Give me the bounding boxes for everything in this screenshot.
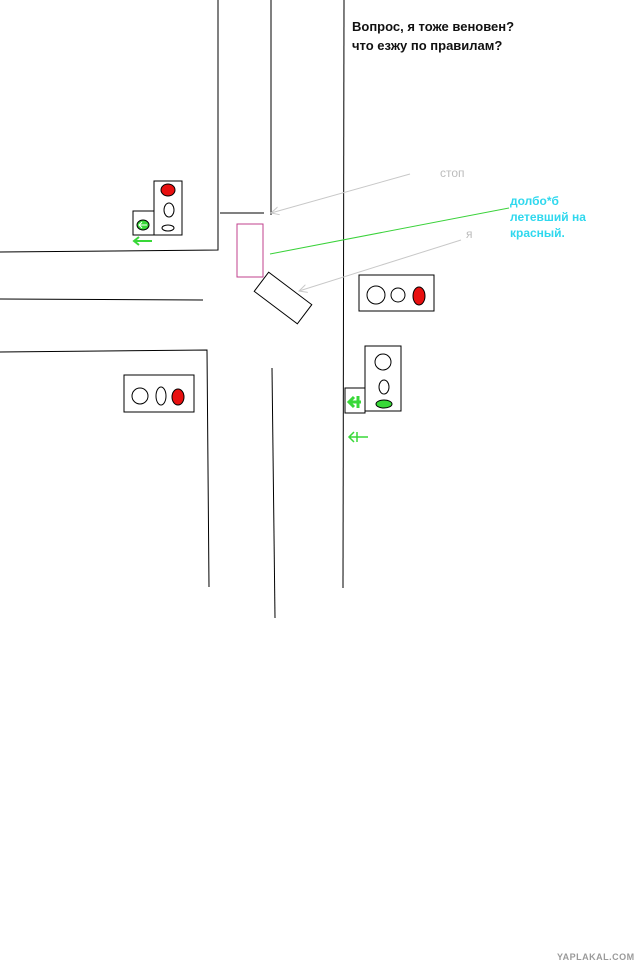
watermark: YAPLAKAL.COM	[557, 952, 635, 962]
green-lamp	[161, 224, 175, 232]
traffic-light-right-vertical	[344, 345, 402, 414]
red-lamp	[171, 388, 185, 406]
road-center-vertical-bottom	[271, 367, 276, 619]
green-lamp	[366, 285, 386, 305]
green-lamp	[131, 387, 149, 405]
yellow-lamp	[378, 379, 390, 395]
road-edge-right	[342, 0, 345, 589]
left-arrow-icon	[132, 236, 152, 246]
label-stop: стоп	[440, 166, 465, 180]
left-arrow-icon	[347, 431, 368, 443]
arrow-to-me	[299, 239, 462, 291]
traffic-light-top-left	[132, 180, 183, 236]
label-red-runner: долбо*б летевший на красный.	[510, 194, 586, 240]
question-text: Вопрос, я тоже веновен? что езжу по прав…	[352, 19, 515, 53]
red-lamp	[374, 353, 392, 371]
yellow-lamp	[163, 202, 175, 218]
road-center-horizontal	[0, 298, 204, 301]
green-lamp	[375, 399, 393, 409]
road-edge-bottom-left	[0, 349, 210, 588]
traffic-light-right-horizontal	[358, 274, 435, 312]
red-lamp	[412, 286, 426, 306]
road-lines	[0, 0, 345, 619]
yellow-lamp	[155, 386, 167, 406]
red-lamp	[160, 183, 176, 197]
car-stopped	[236, 223, 264, 278]
label-me: я	[466, 227, 473, 241]
traffic-light-left-horizontal	[123, 374, 195, 413]
green-pointer-line	[269, 207, 510, 255]
road-edge-top-left	[0, 0, 219, 253]
yellow-lamp	[390, 287, 406, 303]
car-me	[253, 271, 313, 325]
left-turn-arrow-icon	[138, 221, 147, 229]
left-turn-arrow-icon	[346, 395, 361, 409]
arrow-to-stop	[271, 173, 411, 213]
